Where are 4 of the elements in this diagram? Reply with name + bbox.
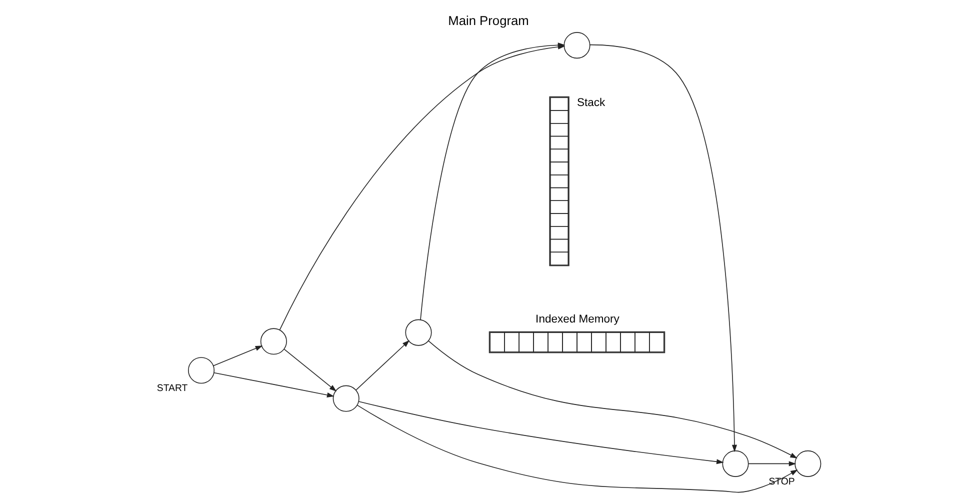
node-label: Stack <box>577 96 606 109</box>
diagram-title: Main Program <box>448 13 529 28</box>
node-label: START <box>156 382 188 394</box>
node-label: Indexed Memory <box>536 313 620 326</box>
